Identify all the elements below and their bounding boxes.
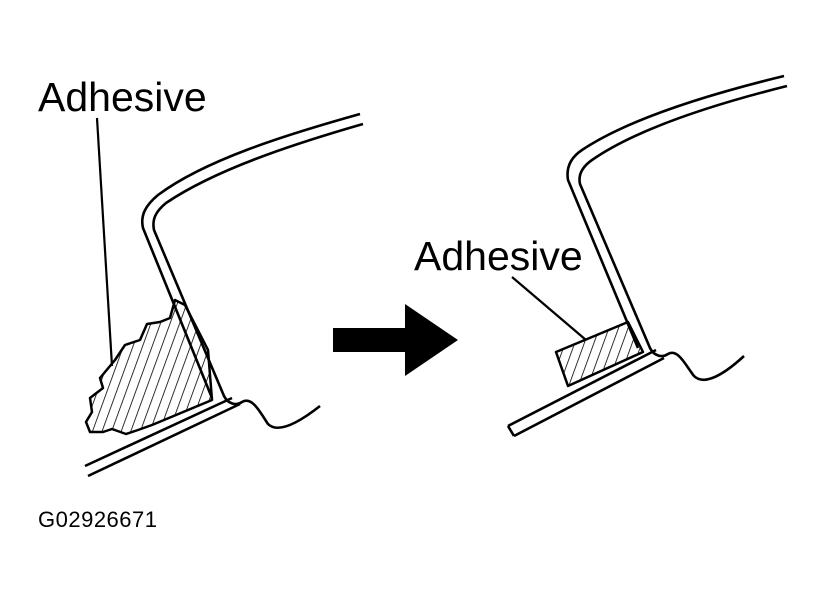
- left-panel: [84, 112, 364, 478]
- right-outer-panel: [566, 74, 785, 349]
- left-leader-line: [95, 117, 114, 367]
- right-leader-line: [511, 276, 587, 341]
- right-adhesive-bead: [554, 320, 645, 388]
- figure-id: G02926671: [38, 507, 158, 532]
- left-adhesive-blob: [84, 298, 214, 436]
- left-lower-flange: [84, 396, 233, 468]
- right-panel: [506, 74, 788, 438]
- right-adhesive-label: Adhesive: [414, 233, 583, 279]
- right-lower-flange-inner: [513, 356, 665, 438]
- left-inner-panel: [152, 122, 364, 429]
- right-flange-end: [506, 425, 516, 437]
- left-lower-flange-inner: [87, 402, 241, 478]
- left-adhesive-label: Adhesive: [38, 74, 207, 120]
- right-lower-flange: [507, 348, 657, 428]
- right-inner-panel: [578, 84, 788, 381]
- right-arrow-icon: [333, 304, 458, 376]
- left-outer-panel: [140, 112, 361, 399]
